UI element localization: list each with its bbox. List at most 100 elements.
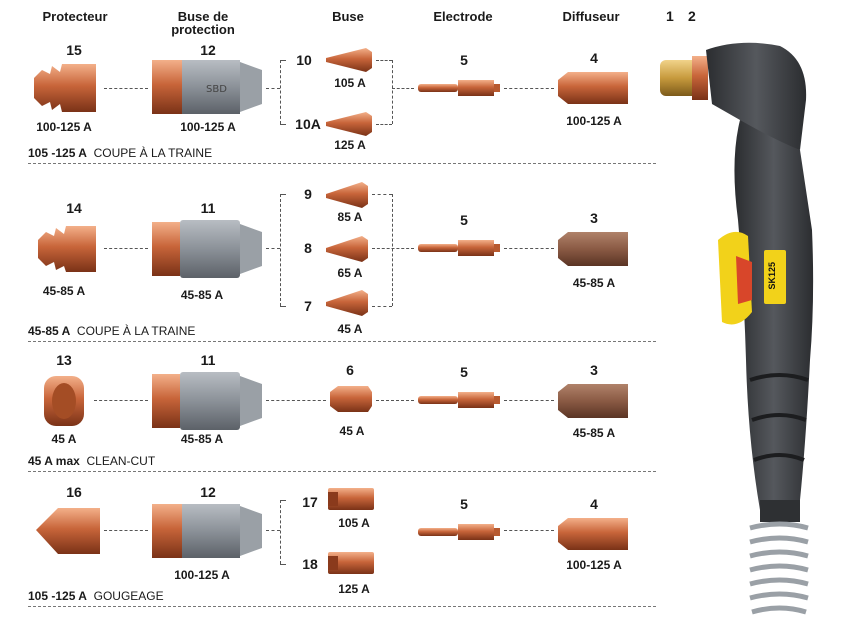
part-number: 10A <box>295 116 321 132</box>
protector-14 <box>38 226 96 272</box>
diffuser-3-row2 <box>558 232 628 266</box>
nozzle-9 <box>326 182 368 208</box>
connector-line <box>392 60 393 124</box>
row-label: 105 -125 A GOUGEAGE <box>28 589 164 603</box>
part-number: 9 <box>304 186 312 202</box>
shield-cup-11-row3 <box>152 372 262 430</box>
row-separator <box>28 606 656 607</box>
part-number: 10 <box>296 52 312 68</box>
part-number: 5 <box>460 212 468 228</box>
part-number: 15 <box>66 42 82 58</box>
row-separator <box>28 163 656 164</box>
part-number: 3 <box>590 210 598 226</box>
header-protecteur: Protecteur <box>42 9 108 24</box>
plasma-torch <box>660 42 814 615</box>
connector-line <box>504 88 554 89</box>
connector-line <box>104 88 148 89</box>
nozzle-8 <box>326 236 368 262</box>
part-number: 12 <box>200 484 216 500</box>
header-buse: Buse <box>332 9 364 24</box>
part-amperage: 100-125 A <box>566 558 622 572</box>
connector-line <box>280 194 286 195</box>
row-label-amperage: 105 -125 A <box>28 146 87 160</box>
row-label-process: GOUGEAGE <box>93 589 164 603</box>
row-label: 105 -125 A COUPE À LA TRAINE <box>28 146 212 160</box>
connector-line <box>504 248 554 249</box>
part-amperage: 45-85 A <box>572 276 616 290</box>
electrode-5-row3 <box>418 392 500 408</box>
connector-line <box>280 124 286 125</box>
part-amperage: 100-125 A <box>36 120 92 134</box>
part-amperage: 100-125 A <box>180 120 236 134</box>
nozzle-18 <box>328 552 374 574</box>
connector-line <box>94 400 148 401</box>
connector-line <box>504 400 554 401</box>
connector-line <box>280 306 286 307</box>
row-label-amperage: 105 -125 A <box>28 589 87 603</box>
connector-line <box>392 88 414 89</box>
diffuser-3-row3 <box>558 384 628 418</box>
part-amperage: 45-85 A <box>180 288 224 302</box>
connector-line <box>376 124 392 125</box>
torch-label-2: 2 <box>688 8 696 24</box>
diffuser-4-row1 <box>558 72 628 104</box>
connector-line <box>372 194 392 195</box>
torch-model-label: SK125 <box>767 262 777 290</box>
part-amperage: 45 A <box>51 432 77 446</box>
shield-cup-12-row4 <box>152 504 262 558</box>
part-number: 17 <box>302 494 318 510</box>
part-amperage: 100-125 A <box>174 568 230 582</box>
protector-13 <box>44 376 84 426</box>
connector-line <box>280 194 281 306</box>
connector-line <box>392 194 393 306</box>
protector-16 <box>36 508 100 554</box>
part-amperage: 65 A <box>337 266 363 280</box>
connector-line <box>504 530 554 531</box>
row-separator <box>28 471 656 472</box>
svg-text:SBD: SBD <box>206 84 227 95</box>
connector-line <box>280 500 281 564</box>
part-amperage: 125 A <box>338 582 370 596</box>
part-amperage: 105 A <box>338 516 370 530</box>
part-number: 4 <box>590 50 598 66</box>
shield-cup-12-row1: SBD <box>152 60 262 114</box>
part-number: 12 <box>200 42 216 58</box>
connector-line <box>104 530 148 531</box>
part-number: 13 <box>56 352 72 368</box>
part-number: 11 <box>200 352 216 368</box>
row-label-process: COUPE À LA TRAINE <box>76 324 196 338</box>
part-amperage: 85 A <box>337 210 363 224</box>
part-amperage: 125 A <box>334 138 366 152</box>
electrode-5-row2 <box>418 240 500 256</box>
connector-line <box>266 88 280 89</box>
electrode-5-row4 <box>418 524 500 540</box>
part-number: 3 <box>590 362 598 378</box>
connector-line <box>280 564 286 565</box>
part-number: 16 <box>66 484 82 500</box>
connector-line <box>280 500 286 501</box>
header-buse-de-protection: Buse de protection <box>171 9 235 37</box>
part-amperage: 45 A <box>337 322 363 336</box>
connector-line <box>104 248 148 249</box>
part-number: 6 <box>346 362 354 378</box>
diffuser-4-row4 <box>558 518 628 550</box>
part-number: 8 <box>304 240 312 256</box>
part-number: 5 <box>460 364 468 380</box>
part-number: 4 <box>590 496 598 512</box>
protector-15 <box>34 64 96 112</box>
row-separator <box>28 341 656 342</box>
part-amperage: 45-85 A <box>572 426 616 440</box>
connector-line <box>376 400 414 401</box>
part-amperage: 45 A <box>339 424 365 438</box>
row-label-amperage: 45 A max <box>28 454 80 468</box>
part-amperage: 45-85 A <box>180 432 224 446</box>
part-amperage: 45-85 A <box>42 284 86 298</box>
connector-line <box>280 60 286 61</box>
header-electrode: Electrode <box>433 9 493 24</box>
nozzle-10 <box>326 48 372 72</box>
connector-line <box>372 248 414 249</box>
shield-cup-11-row2 <box>152 220 262 278</box>
connector-line <box>266 400 326 401</box>
connector-line <box>266 248 280 249</box>
